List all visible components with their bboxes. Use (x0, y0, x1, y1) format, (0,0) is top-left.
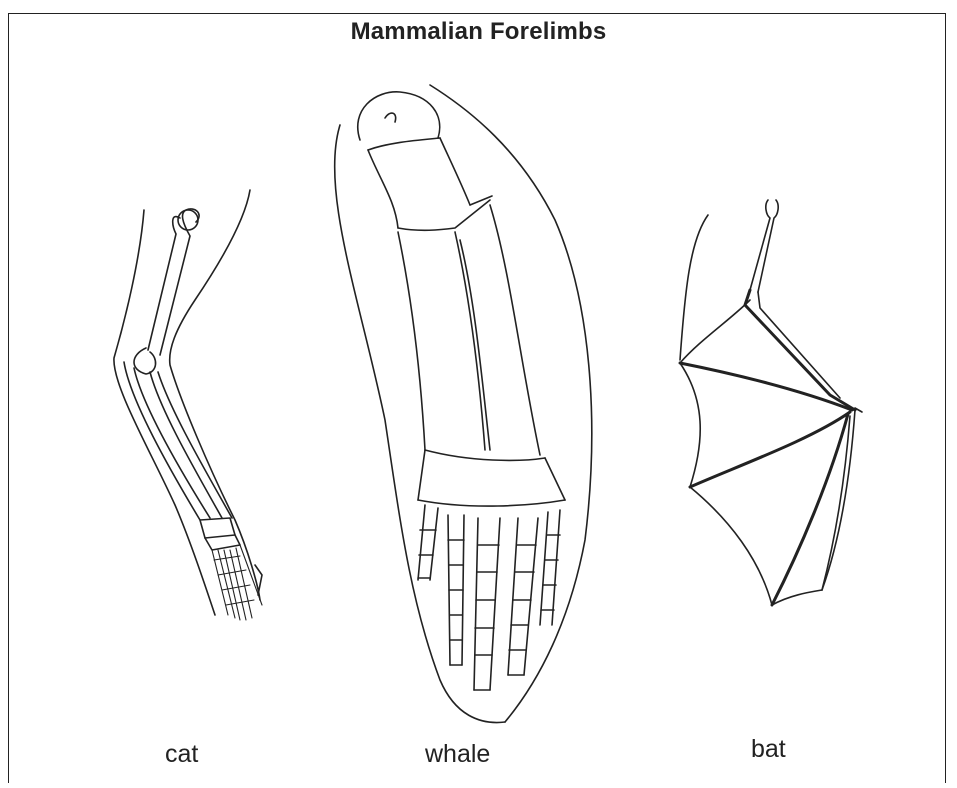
label-cat: cat (165, 740, 198, 769)
label-whale: whale (425, 740, 490, 769)
label-bat: bat (751, 735, 786, 764)
cat-forelimb (114, 190, 262, 620)
bat-forelimb (680, 200, 862, 605)
whale-forelimb (335, 85, 592, 723)
